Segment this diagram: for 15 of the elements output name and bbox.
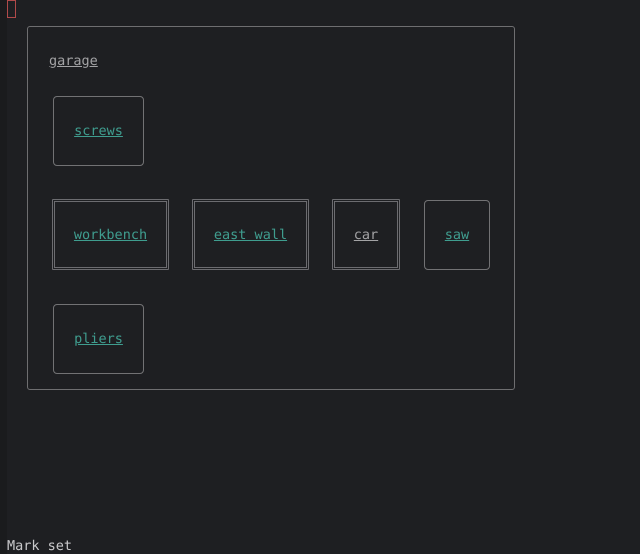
node-label: screws [74,123,123,139]
rounded-box [53,96,144,166]
group-title: garage [49,53,98,69]
double-bordered-box [192,199,309,270]
node-label: pliers [74,331,123,347]
node-label: workbench [74,226,148,242]
node-label: east wall [214,226,288,242]
double-bordered-box [332,199,400,270]
rounded-box [424,200,490,270]
node-label: car [354,226,378,242]
rounded-box [53,304,144,374]
group-frame [27,26,515,390]
node-label: saw [444,227,470,243]
double-bordered-box [52,199,169,270]
status-message: Mark set [7,538,72,554]
